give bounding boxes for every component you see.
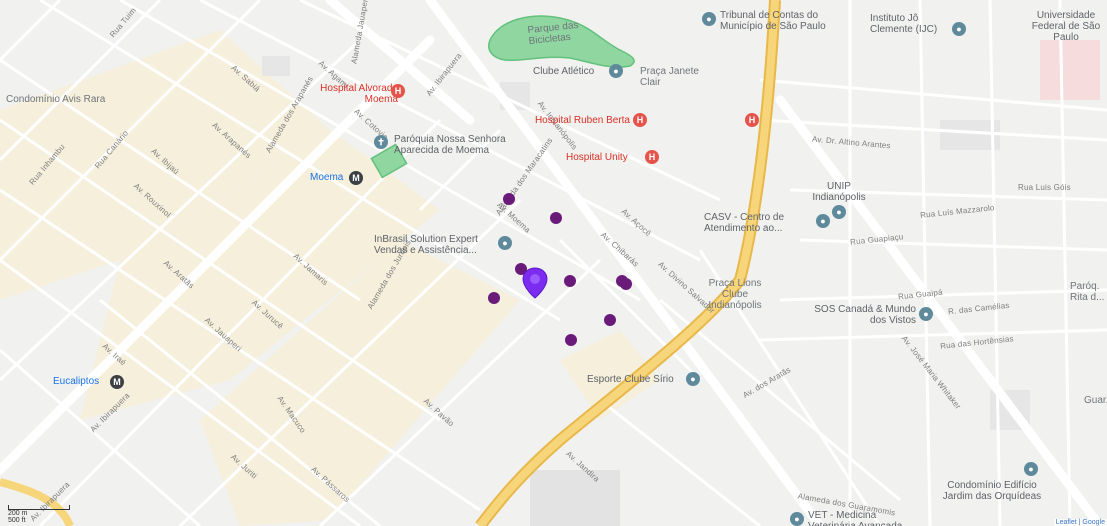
business-icon[interactable]: ● xyxy=(919,307,933,321)
business-label[interactable]: SOS Canadá & Mundo dos Vistos xyxy=(814,304,916,326)
club-icon[interactable]: ● xyxy=(686,372,700,386)
vet-label[interactable]: VET - Medicina Veterinária Avançada xyxy=(808,510,902,526)
hospital-label[interactable]: Hospital Alvorada Moema xyxy=(320,83,398,105)
business-label[interactable]: InBrasil Solution Expert Vendas e Assist… xyxy=(374,234,478,256)
hospital-icon[interactable]: H xyxy=(645,150,659,164)
selected-location-pin-icon[interactable] xyxy=(522,267,548,299)
data-marker[interactable] xyxy=(604,314,616,326)
club-icon[interactable]: ● xyxy=(609,64,623,78)
metro-icon[interactable]: M xyxy=(349,171,363,185)
data-marker[interactable] xyxy=(488,292,500,304)
scale-imperial: 500 ft xyxy=(8,517,26,524)
hospital-icon[interactable]: H xyxy=(745,113,759,127)
club-label[interactable]: Clube Atlético xyxy=(533,66,595,77)
area-label: Guar... xyxy=(1084,395,1107,406)
institute-label[interactable]: Instituto Jô Clemente (IJC) xyxy=(870,13,938,35)
scale-metric: 200 m xyxy=(8,510,28,517)
govt-icon[interactable]: ● xyxy=(702,12,716,26)
business-icon[interactable]: ● xyxy=(498,236,512,250)
street-label: Rua Luis Góis xyxy=(1018,183,1071,192)
university-icon[interactable]: ● xyxy=(832,205,846,219)
metro-label[interactable]: Eucaliptos xyxy=(53,376,100,387)
area-label: Condomínio Avis Rara xyxy=(6,94,106,105)
data-marker[interactable] xyxy=(515,263,527,275)
map-attribution[interactable]: Leaflet | Google xyxy=(1053,519,1107,526)
govt-label[interactable]: Tribunal de Contas do Município de São P… xyxy=(720,10,826,32)
office-label[interactable]: CASV - Centro de Atendimento ao... xyxy=(704,212,785,234)
metro-label[interactable]: Moema xyxy=(310,172,344,183)
institute-icon[interactable]: ● xyxy=(952,22,966,36)
hospital-icon[interactable]: H xyxy=(633,113,647,127)
data-marker[interactable] xyxy=(620,278,632,290)
square-label: Praça Janete Clair xyxy=(640,66,699,88)
building-label[interactable]: Condomínio Edifício Jardim das Orquídeas xyxy=(942,480,1042,502)
hospital-label[interactable]: Hospital Ruben Berta xyxy=(534,115,630,126)
club-label[interactable]: Esporte Clube Sírio xyxy=(587,374,674,385)
map-scale: 200 m 500 ft xyxy=(8,505,70,524)
church-icon[interactable]: ✝ xyxy=(374,135,388,149)
church-label[interactable]: Paróquia Nossa Senhora Aparecida de Moem… xyxy=(394,134,506,156)
data-marker[interactable] xyxy=(550,212,562,224)
hospital-icon[interactable]: H xyxy=(391,84,405,98)
square-label: Praça Lions Clube Indianópolis xyxy=(708,278,762,311)
hospital-label[interactable]: Hospital Unity xyxy=(566,152,628,163)
university-label[interactable]: UNIP Indianópolis xyxy=(812,181,866,203)
university-label[interactable]: Universidade Federal de São Paulo xyxy=(1031,10,1101,43)
data-marker[interactable] xyxy=(565,334,577,346)
vet-icon[interactable]: ● xyxy=(790,512,804,526)
data-marker[interactable] xyxy=(503,193,515,205)
church-label[interactable]: Paróq. Rita d... xyxy=(1070,281,1105,303)
metro-icon[interactable]: M xyxy=(110,375,124,389)
data-marker[interactable] xyxy=(564,275,576,287)
building-icon[interactable]: ● xyxy=(1024,462,1038,476)
office-icon[interactable]: ● xyxy=(816,214,830,228)
